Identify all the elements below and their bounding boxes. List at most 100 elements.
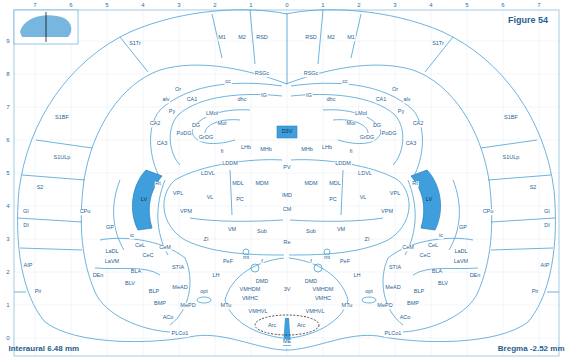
region-label: ACo xyxy=(162,315,174,321)
frame xyxy=(14,10,559,356)
region-label: BLP xyxy=(413,289,424,295)
region-label: Mol xyxy=(346,121,356,127)
dashed-region xyxy=(255,315,319,335)
region-label: BLV xyxy=(125,281,136,287)
region-label: D3V xyxy=(281,129,293,135)
axis-number: 1 xyxy=(249,2,253,8)
region-label: LaVM xyxy=(104,259,119,265)
region-label: S1ULp xyxy=(502,155,520,161)
region-label: MePD xyxy=(377,303,393,309)
region-label: MeAD xyxy=(385,285,401,291)
outline-path xyxy=(14,173,559,174)
region-label: M2 xyxy=(238,35,247,41)
region-label: LHb xyxy=(240,145,251,151)
outline-path xyxy=(467,10,468,356)
region-label: IMD xyxy=(281,193,292,199)
region-label: LDVL xyxy=(201,171,216,177)
region-label: CA1 xyxy=(375,97,387,103)
region-label: STIA xyxy=(388,265,401,271)
coordinate-grid xyxy=(14,10,559,356)
axis-number: 5 xyxy=(105,2,109,8)
region-label: PoDG xyxy=(381,131,397,137)
third-ventricle-dorsal xyxy=(277,126,297,138)
region-label: fi xyxy=(220,149,224,155)
region-label: IG xyxy=(261,93,268,99)
region-label: CA2 xyxy=(149,121,161,127)
axis-number: 3 xyxy=(6,236,10,242)
axis-number: 7 xyxy=(33,2,37,8)
region-label: CeL xyxy=(134,243,145,249)
region-label: S1BF xyxy=(55,115,70,121)
region-label: opt xyxy=(365,289,374,295)
region-label: DG xyxy=(191,123,200,129)
region-label: DEn xyxy=(469,273,481,279)
region-label: MDL xyxy=(232,181,245,187)
region-label: CA1 xyxy=(186,97,198,103)
region-label: dhc xyxy=(237,97,247,103)
region-label: LaDL xyxy=(105,249,119,255)
outline-path xyxy=(14,107,559,108)
axis-number: 9 xyxy=(6,38,10,44)
region-label: MeAD xyxy=(172,285,188,291)
region-label: fi xyxy=(349,149,353,155)
region-label: 3V xyxy=(283,287,291,293)
region-label: BLA xyxy=(431,269,442,275)
region-label: opt xyxy=(200,289,209,295)
axis-number: 7 xyxy=(537,2,541,8)
region-label: ic xyxy=(439,233,444,239)
region-label: VMHC xyxy=(241,296,258,302)
region-label: RSGc xyxy=(303,71,319,77)
region-label: MePD xyxy=(180,303,196,309)
inset-thumbnail xyxy=(14,10,78,44)
outline-path xyxy=(71,10,72,356)
outline-path xyxy=(395,10,396,356)
axis-number: 6 xyxy=(501,2,505,8)
axis-number: 2 xyxy=(357,2,361,8)
region-label: DI xyxy=(544,223,551,229)
outline-path xyxy=(14,140,559,141)
coordinate-note: Bregma -2.52 mm xyxy=(497,345,565,353)
region-label: Arc xyxy=(267,323,276,329)
region-label: Py xyxy=(168,109,175,115)
region-label: alv xyxy=(403,97,411,103)
region-label: LDDM xyxy=(222,161,239,167)
region-label: ZI xyxy=(364,237,370,243)
right-hemisphere xyxy=(286,10,559,350)
region-label: M1 xyxy=(218,35,227,41)
region-label: CeM xyxy=(159,245,172,251)
region-label: S2 xyxy=(529,185,537,191)
axis-number: 4 xyxy=(6,203,10,209)
region-label: Rt xyxy=(412,181,419,187)
outline-path xyxy=(359,10,360,356)
region-label: MDL xyxy=(329,181,342,187)
region-label: M1 xyxy=(347,35,356,41)
region-label: Re xyxy=(283,240,291,246)
region-label: S1Tr xyxy=(432,41,445,47)
region-label: VMHDM xyxy=(312,287,334,293)
region-label: LV xyxy=(140,197,147,203)
outline-path xyxy=(35,10,36,356)
region-label: S1ULp xyxy=(53,155,71,161)
region-label: ACo xyxy=(399,315,411,321)
region-label: AIP xyxy=(23,263,33,269)
region-label: CeM xyxy=(402,245,415,251)
region-label: VMHDM xyxy=(239,287,261,293)
region-label: IG xyxy=(306,93,313,99)
axis-number: 3 xyxy=(177,2,181,8)
region-label: LDDM xyxy=(335,161,352,167)
outline-path xyxy=(14,74,559,75)
region-label: Or xyxy=(174,87,181,93)
region-label: Mol xyxy=(217,121,227,127)
region-label: VL xyxy=(206,195,214,201)
region-label: Sub xyxy=(306,229,317,235)
axis-number: 6 xyxy=(6,137,10,143)
region-label: STIA xyxy=(171,265,184,271)
region-label: LMol xyxy=(355,111,368,117)
region-label: CeC xyxy=(419,253,431,259)
region-label: VMHVL xyxy=(305,309,325,315)
axis-number: 4 xyxy=(429,2,433,8)
axis-number: 5 xyxy=(6,170,10,176)
outline-path xyxy=(14,41,559,42)
